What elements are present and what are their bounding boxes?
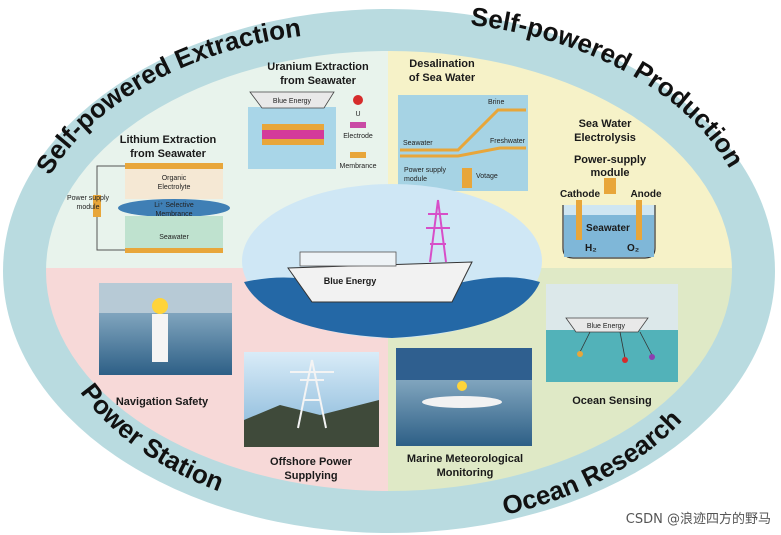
sensor-node-icon: [649, 354, 655, 360]
desal-power-label-1: Power supply: [404, 167, 447, 174]
membrane-label-2: Membrance: [156, 211, 193, 218]
marine-sky: [396, 348, 532, 380]
center-ship-label: Blue Energy: [324, 276, 377, 286]
watermark: CSDN @浪迹四方的野马: [625, 512, 771, 527]
organic-electrolyte-layer: [125, 169, 223, 199]
electro-title-line1: Sea Water: [579, 118, 633, 130]
uranium-boat: [249, 91, 335, 109]
cathode-rod: [576, 200, 582, 240]
organic-label-1: Organic: [162, 175, 187, 182]
marine-label-line1: Marine Meteorological: [407, 453, 523, 465]
membrance-legend-label: Membrance: [340, 163, 377, 170]
anode-rod: [636, 200, 642, 240]
lithium-power-label-1: Power supply: [67, 195, 110, 202]
lithium-extraction-panel: Lithium Extraction from Seawater Organic…: [67, 134, 230, 253]
sensing-boat: [565, 317, 649, 333]
cathode-label: Cathode: [560, 189, 600, 200]
lithium-wire: [96, 165, 125, 251]
desal-seawater-label: Seawater: [403, 140, 433, 147]
uranium-membrane: [262, 130, 324, 139]
marine-buoy-platform: [422, 396, 502, 408]
desal-title-line2: of Sea Water: [409, 72, 476, 84]
marine-label-line2: Monitoring: [437, 467, 494, 479]
desalination-panel: Desalination of Sea Water Seawater Brine…: [398, 58, 528, 191]
uranium-electrode-bottom: [262, 139, 324, 145]
uranium-ion-icon: [353, 95, 363, 105]
uranium-extraction-panel: Uranium Extraction from Seawater Blue En…: [248, 61, 377, 170]
desal-brine-label: Brine: [488, 99, 504, 106]
desal-title-line1: Desalination: [409, 58, 475, 70]
offshore-label-line2: Supplying: [284, 470, 337, 482]
lithium-title-line2: from Seawater: [130, 148, 207, 160]
desal-power-label-2: module: [404, 176, 427, 183]
ocean-sensing-panel: Blue Energy Ocean Sensing: [546, 284, 678, 407]
lithium-bottom-plate: [125, 248, 223, 253]
electro-power-module: [604, 178, 616, 194]
electrode-legend-swatch: [350, 122, 366, 128]
desal-channels: [400, 108, 526, 158]
offshore-power-panel: Offshore Power Supplying: [244, 352, 379, 482]
organic-label-2: Electrolyte: [158, 184, 191, 191]
desal-power-module: [462, 168, 472, 188]
anode-label: Anode: [630, 189, 662, 200]
lithium-top-plate: [125, 163, 223, 169]
ship-deck-cabin: [299, 251, 397, 267]
electrolysis-panel: Sea Water Electrolysis Power-supply modu…: [560, 118, 662, 259]
sensing-boat-label: Blue Energy: [587, 323, 626, 330]
sensor-node-icon: [622, 357, 628, 363]
beacon-light-icon: [152, 298, 168, 314]
membrane-label-1: Li⁺ Selective: [154, 202, 194, 209]
uranium-electrode-top: [262, 124, 324, 130]
lighthouse-body: [152, 314, 168, 362]
wind-turbine-tower-icon: [426, 199, 450, 263]
membrance-legend-swatch: [350, 152, 366, 158]
marine-monitoring-panel: Marine Meteorological Monitoring: [396, 348, 532, 479]
offshore-rocks: [244, 400, 379, 447]
h2-label: H₂: [585, 243, 597, 254]
sensing-water: [546, 330, 678, 382]
ship-hull: [287, 261, 473, 303]
lithium-seawater-label: Seawater: [159, 234, 189, 241]
navigation-label: Navigation Safety: [116, 396, 209, 408]
electro-seawater-label: Seawater: [586, 223, 630, 234]
lithium-power-label-2: module: [77, 204, 100, 211]
selective-membrane: [118, 199, 230, 217]
lithium-power-module: [93, 195, 101, 217]
uranium-boat-label: Blue Energy: [273, 98, 312, 105]
marine-sensor-icon: [457, 381, 467, 391]
transmission-tower-icon: [290, 359, 334, 429]
electrode-legend-label: Electrode: [343, 133, 373, 140]
seawater-layer: [125, 216, 223, 248]
sensing-tethers: [579, 331, 653, 359]
uranium-u-label: U: [355, 111, 360, 118]
center-ship-panel: Blue Energy: [242, 184, 542, 338]
o2-label: O₂: [627, 243, 639, 254]
desal-voltage-label: Votage: [476, 173, 498, 180]
electro-power-label-2: module: [590, 167, 629, 179]
sensor-node-icon: [577, 351, 583, 357]
lithium-title-line1: Lithium Extraction: [120, 134, 217, 146]
navigation-safety-panel: Navigation Safety: [99, 283, 232, 408]
offshore-label-line1: Offshore Power: [270, 456, 353, 468]
sensing-label: Ocean Sensing: [572, 395, 651, 407]
electro-power-label-1: Power-supply: [574, 154, 647, 166]
uranium-title-line1: Uranium Extraction: [267, 61, 369, 73]
uranium-title-line2: from Seawater: [280, 75, 357, 87]
desal-freshwater-label: Freshwater: [490, 138, 526, 145]
electro-title-line2: Electrolysis: [574, 132, 636, 144]
